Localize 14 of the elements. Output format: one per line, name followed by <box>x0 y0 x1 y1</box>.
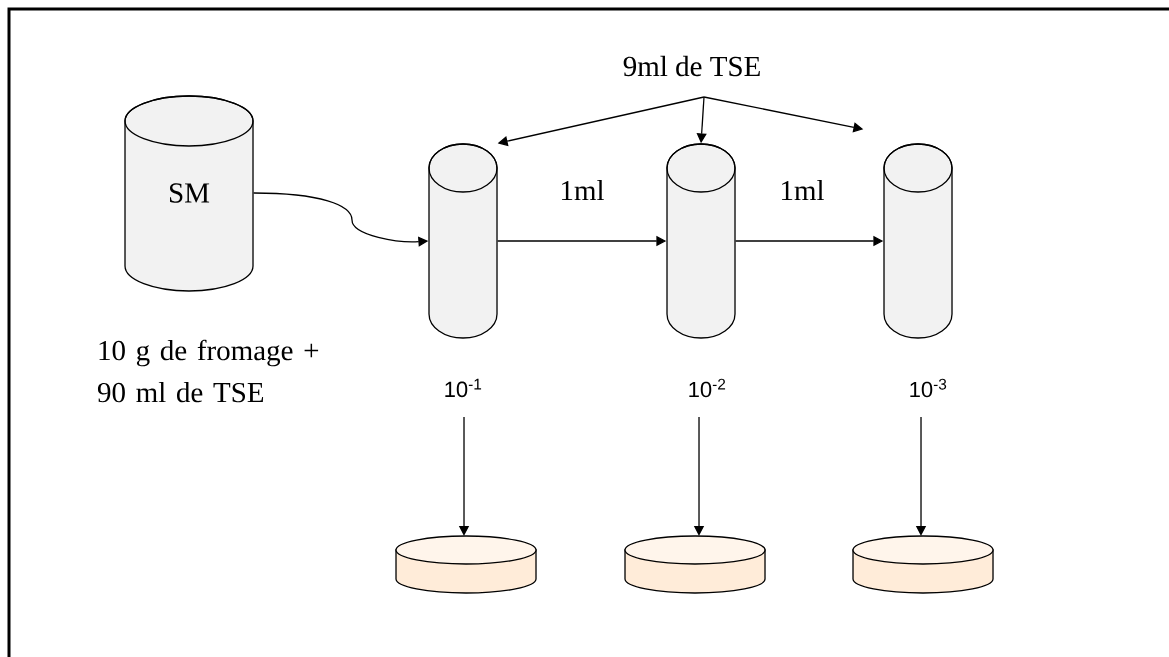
test-tube <box>883 143 953 339</box>
edge-label: 1ml <box>777 177 827 203</box>
description-text: 10 g de fromage + 90 ml de TSE <box>97 339 319 403</box>
dilution-label: 10$^{-2}$ <box>689 378 726 398</box>
test-tube <box>428 143 498 339</box>
petri-dish <box>852 535 994 594</box>
test-tube <box>666 143 736 339</box>
dilution-label: 10$^{-1}$ <box>445 378 482 398</box>
edge-label: 1ml <box>557 177 607 203</box>
dilution-label: 10$^{-3}$ <box>910 378 947 398</box>
label-text: 9ml de TSE <box>623 55 760 77</box>
petri-dish <box>624 535 766 594</box>
jar: SM <box>124 95 254 292</box>
petri-dish <box>395 535 537 594</box>
